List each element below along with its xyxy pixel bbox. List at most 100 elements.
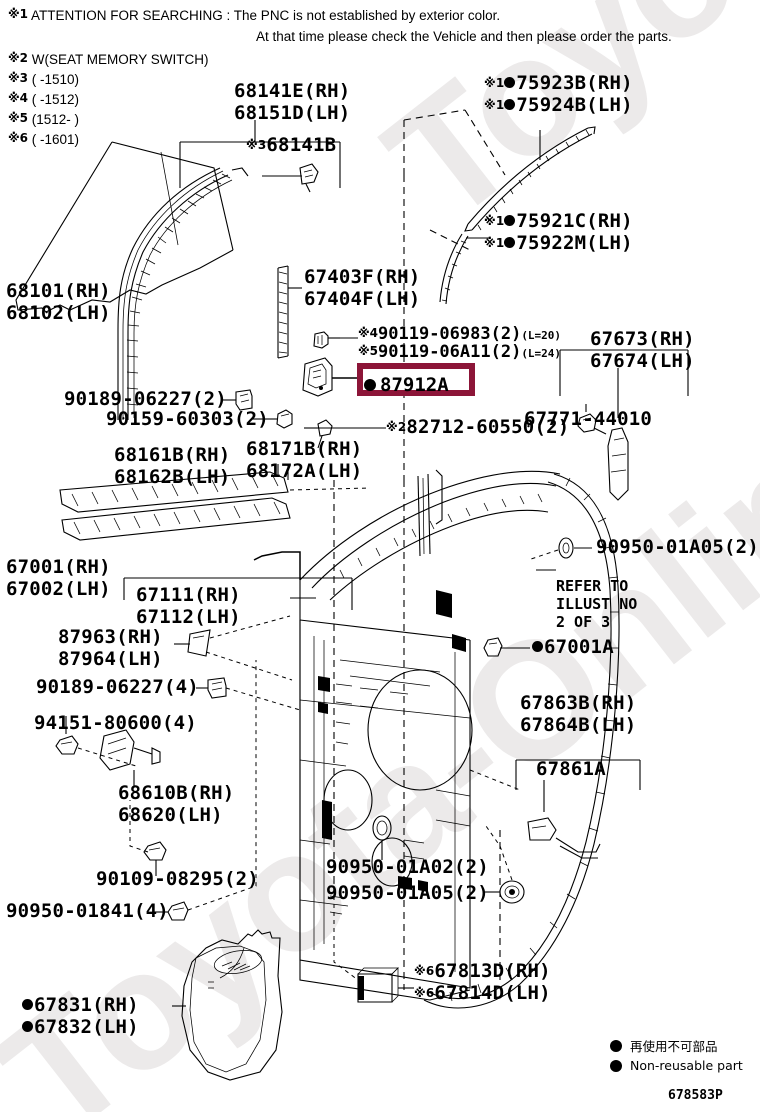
label-90950-01841[interactable]: 90950-01841(4) bbox=[6, 900, 169, 922]
label-90119-06A11[interactable]: ※590119-06A11(2)(L=24) bbox=[358, 344, 561, 361]
label-67001[interactable]: 67001(RH) bbox=[6, 556, 111, 578]
part-shape-grommet-90950-01A05-top bbox=[558, 537, 574, 559]
label-67864B[interactable]: 67864B(LH) bbox=[520, 714, 637, 736]
part-shape-bracket-87912a bbox=[302, 357, 333, 397]
dash-90109 bbox=[129, 800, 149, 853]
label-68101[interactable]: 68101(RH) bbox=[6, 280, 111, 302]
diagram-id: 678583P bbox=[668, 1088, 723, 1103]
label-90109-08295[interactable]: 90109-08295(2) bbox=[96, 868, 259, 890]
label-90189-06227-2[interactable]: 90189-06227(2) bbox=[64, 388, 227, 410]
part-shape-87963 bbox=[187, 629, 211, 657]
dash-67863b bbox=[469, 769, 521, 791]
part-shape-belt-moulding-inner bbox=[61, 497, 291, 541]
part-shape-clip-67771 bbox=[577, 413, 607, 435]
label-90119-06983[interactable]: ※490119-06983(2)(L=20) bbox=[358, 326, 561, 343]
part-shape-roof-moulding-upper bbox=[464, 126, 596, 232]
label-67112[interactable]: 67112(LH) bbox=[136, 606, 241, 628]
part-shape-67813d bbox=[357, 967, 399, 1003]
part-shape-belt-moulding-outer bbox=[59, 471, 289, 513]
legend-bullet-jp bbox=[610, 1040, 622, 1052]
label-67832-text: 67832(LH) bbox=[34, 1016, 139, 1038]
label-90119-06983-mark: ※4 bbox=[358, 326, 379, 340]
label-67814D-mark: ※6 bbox=[414, 986, 435, 1000]
nonreusable-bullet bbox=[532, 641, 543, 652]
label-87963[interactable]: 87963(RH) bbox=[58, 626, 163, 648]
part-shape-bolt-94151 bbox=[55, 735, 79, 755]
label-90189-06227-4[interactable]: 90189-06227(4) bbox=[36, 676, 199, 698]
dash-87963-b bbox=[205, 651, 293, 681]
label-67813D-mark: ※6 bbox=[414, 964, 435, 978]
label-67863B[interactable]: 67863B(RH) bbox=[520, 692, 637, 714]
dash-94151 bbox=[77, 747, 137, 767]
refer-to-line3: 2 OF 3 bbox=[556, 613, 611, 631]
note-6: ※6 ( -1601) bbox=[8, 131, 80, 147]
label-67814D[interactable]: ※667814D(LH) bbox=[414, 984, 551, 1003]
part-shape-grommet-90950-01A05-bot bbox=[499, 880, 525, 904]
dash-67813d bbox=[333, 880, 359, 981]
label-90119-06983-length: (L=20) bbox=[521, 329, 562, 342]
dash-diagonal-b bbox=[464, 109, 506, 176]
label-90119-06983-text: 90119-06983(2) bbox=[378, 324, 522, 344]
label-87964[interactable]: 87964(LH) bbox=[58, 648, 163, 670]
label-90119-06A11-length: (L=24) bbox=[521, 347, 562, 360]
label-90119-06A11-mark: ※5 bbox=[358, 344, 379, 358]
label-67813D[interactable]: ※667813D(RH) bbox=[414, 962, 551, 981]
label-68102[interactable]: 68102(LH) bbox=[6, 302, 111, 324]
label-90159-60303[interactable]: 90159-60303(2) bbox=[106, 408, 269, 430]
label-67002[interactable]: 67002(LH) bbox=[6, 578, 111, 600]
dash-diagonal-c bbox=[429, 229, 471, 251]
label-90950-01A02[interactable]: 90950-01A02(2) bbox=[326, 856, 489, 878]
refer-to-line2: ILLUST NO bbox=[556, 595, 638, 613]
label-68141E[interactable]: 68141E(RH) bbox=[234, 80, 351, 102]
label-75921C-text: 75921C(RH) bbox=[516, 210, 633, 232]
legend-bullet-en bbox=[610, 1060, 622, 1072]
label-68161B[interactable]: 68161B(RH) bbox=[114, 444, 231, 466]
label-68151D[interactable]: 68151D(LH) bbox=[234, 102, 351, 124]
dash-90950-01A05-bot bbox=[485, 825, 513, 881]
label-67674[interactable]: 67674(LH) bbox=[590, 350, 695, 372]
note-5-text: (1512- ) bbox=[31, 112, 80, 127]
highlighted-part-number: 87912A bbox=[380, 374, 449, 396]
label-67771[interactable]: 67771-44010 bbox=[524, 408, 653, 430]
label-90950-01A05-top[interactable]: 90950-01A05(2) bbox=[596, 536, 759, 558]
label-67404F[interactable]: 67404F(LH) bbox=[304, 288, 421, 310]
label-67832[interactable]: 67832(LH) bbox=[22, 1018, 139, 1037]
nonreusable-bullet bbox=[22, 1021, 33, 1032]
label-67673[interactable]: 67673(RH) bbox=[590, 328, 695, 350]
label-68610B[interactable]: 68610B(RH) bbox=[118, 782, 235, 804]
label-67861A[interactable]: 67861A bbox=[536, 758, 606, 780]
label-68171B[interactable]: 68171B(RH) bbox=[246, 438, 363, 460]
label-82712[interactable]: ※282712-60550(2) bbox=[386, 418, 569, 437]
part-shape-67673 bbox=[607, 427, 629, 501]
part-shape-door-trim-67831 bbox=[181, 929, 283, 1081]
part-shape-grommet-67001a bbox=[483, 637, 503, 657]
legend: 再使用不可部品 Non-reusable part bbox=[608, 1038, 743, 1076]
label-67111[interactable]: 67111(RH) bbox=[136, 584, 241, 606]
label-67831-text: 67831(RH) bbox=[34, 994, 139, 1016]
label-94151-80600[interactable]: 94151-80600(4) bbox=[34, 712, 197, 734]
label-67403F[interactable]: 67403F(RH) bbox=[304, 266, 421, 288]
legend-line-jp: 再使用不可部品 bbox=[630, 1039, 718, 1054]
label-68172A[interactable]: 68172A(LH) bbox=[246, 460, 363, 482]
note-5: ※5 (1512- ) bbox=[8, 111, 80, 127]
label-67001A-text: 67001A bbox=[544, 636, 614, 658]
label-67001A[interactable]: 67001A bbox=[532, 638, 614, 657]
note-2-text: W(SEAT MEMORY SWITCH) bbox=[31, 52, 209, 67]
label-68620[interactable]: 68620(LH) bbox=[118, 804, 223, 826]
label-90950-01A05-bot[interactable]: 90950-01A05(2) bbox=[326, 882, 489, 904]
label-68162B[interactable]: 68162B(LH) bbox=[114, 466, 231, 488]
highlighted-part-87912A[interactable]: 87912A bbox=[357, 363, 475, 396]
part-shape-hinge-68610b bbox=[99, 729, 161, 771]
part-shape-67863b bbox=[527, 817, 601, 859]
label-67831[interactable]: 67831(RH) bbox=[22, 996, 139, 1015]
part-shape-run-channel bbox=[277, 265, 289, 359]
nonreusable-bullet bbox=[504, 99, 516, 110]
part-bullet-icon bbox=[364, 379, 376, 391]
label-68141B[interactable]: ※368141B bbox=[246, 136, 336, 155]
nonreusable-bullet bbox=[22, 999, 33, 1010]
